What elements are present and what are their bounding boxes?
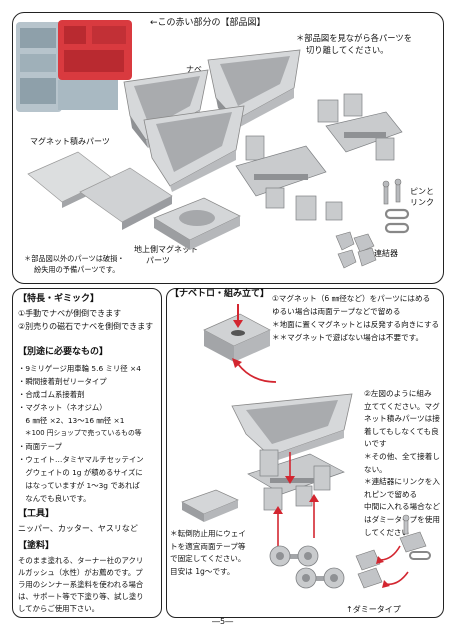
tools-heading: 【工具】 — [18, 509, 55, 519]
paint-text: そのまま塗れる、ターナー社のアクリ ルガッシュ（水性）がお薦めです。プ ラ用のシ… — [18, 556, 144, 613]
step1-text: ①マグネット（6 ㎜径など）をパーツにはめる ゆるい場合は両面テープなどで留める… — [272, 294, 440, 342]
paint-heading: 【塗料】 — [18, 541, 55, 551]
parts-diagram-note: ＊部品図を見ながら各パーツを 切り離してください。 — [296, 33, 412, 55]
page-number: ―5― — [212, 617, 234, 626]
parts-runner-illustration — [16, 20, 132, 112]
parts-diagram-title: ←この赤い部分の【部品図】 — [150, 18, 266, 28]
wheelset-left — [269, 545, 319, 567]
required-item: ・ウェイト…タミヤマルチセッテイン — [18, 455, 144, 464]
dummy-type-label: ↑ダミータイプ — [346, 605, 401, 614]
magnet-loading-plates — [27, 151, 173, 230]
required-item: なんでも良いです。 — [18, 494, 91, 503]
weight-note: ＊転倒防止用にウェイ トを適宜両面テープ等 で固定してください。 目安は 1g～… — [170, 529, 246, 576]
features-heading: 【特長・ギミック】 — [18, 294, 100, 304]
label-nabe: ナベ — [186, 65, 202, 74]
required-item: ・瞬間接着剤ゼリータイプ — [18, 377, 107, 386]
assembly-bucket — [231, 393, 353, 462]
required-item: ・合成ゴム系接着剤 — [18, 390, 85, 399]
label-magnet-parts: マグネット積みパーツ — [30, 137, 110, 146]
label-coupler: 連結器 — [374, 249, 398, 258]
coupler-assembly — [355, 514, 431, 589]
ground-magnet-part — [153, 197, 241, 250]
required-heading: 【別途に必要なもの】 — [18, 347, 109, 357]
required-item: はなっていますが 1～3g であれば — [18, 481, 140, 490]
required-item: ＊100 円ショップで売っているもの等 — [18, 429, 142, 437]
step2-text: ②左図のように組み 立ててください。マグ ネット積みパーツは接 着してもしなくて… — [364, 389, 440, 537]
feature-item: ②別売りの磁石でナベを側倒できます — [18, 322, 154, 331]
spare-parts-footnote: ＊部品図以外のパーツは破損・ 紛失用の予備パーツです。 — [24, 254, 125, 274]
wheelset-right — [295, 567, 345, 589]
required-item: 6 ㎜径 ×2、13～16 ㎜径 ×1 — [18, 416, 125, 425]
weight-part — [181, 489, 239, 522]
info-box — [12, 288, 162, 618]
ground-magnet-arrow-icon — [232, 358, 277, 383]
magnet-insert-illustration — [203, 304, 271, 362]
assembly-heading: 【ナベトロ・組み立て】 — [170, 289, 270, 299]
nabe-part-lower — [143, 105, 245, 192]
required-item: ・両面テープ — [18, 442, 62, 451]
frame-parts — [235, 93, 403, 221]
required-item: ・マグネット（ネオジム） — [18, 403, 107, 412]
assembly-arrows-icon — [273, 452, 319, 548]
coupler-parts — [335, 231, 377, 269]
required-item: ・9ミリゲージ用車輪 5.6 ミリ径 ×4 — [18, 364, 141, 373]
feature-item: ①手動でナベが側倒できます — [18, 309, 122, 318]
tools-text: ニッパー、カッター、ヤスリなど — [18, 524, 138, 533]
pin-link-parts — [382, 178, 410, 234]
label-pin-link: ピンと リンク — [410, 187, 434, 207]
required-item: グウェイトの 1g が積めるサイズに — [18, 468, 143, 477]
label-ground-magnet: 地上側マグネット パーツ — [134, 245, 198, 265]
required-list: ・9ミリゲージ用車輪 5.6 ミリ径 ×4 ・瞬間接着剤ゼリータイプ ・合成ゴム… — [18, 362, 144, 505]
